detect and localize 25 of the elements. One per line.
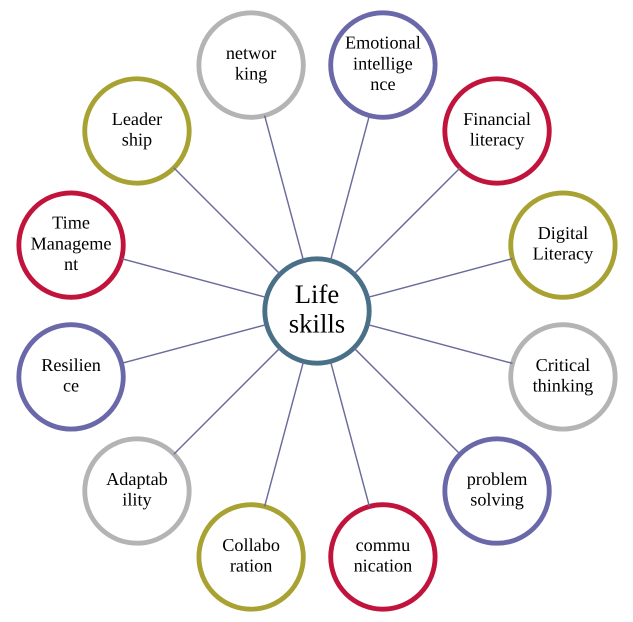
node-circle: Life skills [262, 256, 372, 366]
connector [329, 362, 370, 507]
node-circle: Emotional intellige nce [328, 10, 438, 120]
connector [120, 258, 266, 298]
connector [367, 258, 512, 298]
node-circle: Leader ship [82, 76, 192, 186]
connector [367, 324, 512, 364]
connector [263, 115, 304, 260]
connector [263, 362, 304, 507]
node-circle: Collabo ration [196, 502, 306, 612]
node-circle: Resilien ce [16, 322, 126, 432]
node-circle: commu nication [328, 502, 438, 612]
node-circle: Financial literacy [442, 76, 552, 186]
connector [329, 115, 370, 260]
connector [353, 348, 460, 455]
connector [172, 348, 280, 455]
connector [120, 324, 266, 364]
node-circle: Critical thinking [508, 322, 618, 432]
node-circle: Digital Literacy [508, 190, 618, 300]
node-circle: Adaptab ility [82, 436, 192, 546]
node-circle: Time Manageme nt [16, 190, 126, 300]
node-circle: networ king [196, 10, 306, 120]
connector [353, 167, 460, 274]
connector [172, 167, 280, 274]
node-circle: problem solving [442, 436, 552, 546]
